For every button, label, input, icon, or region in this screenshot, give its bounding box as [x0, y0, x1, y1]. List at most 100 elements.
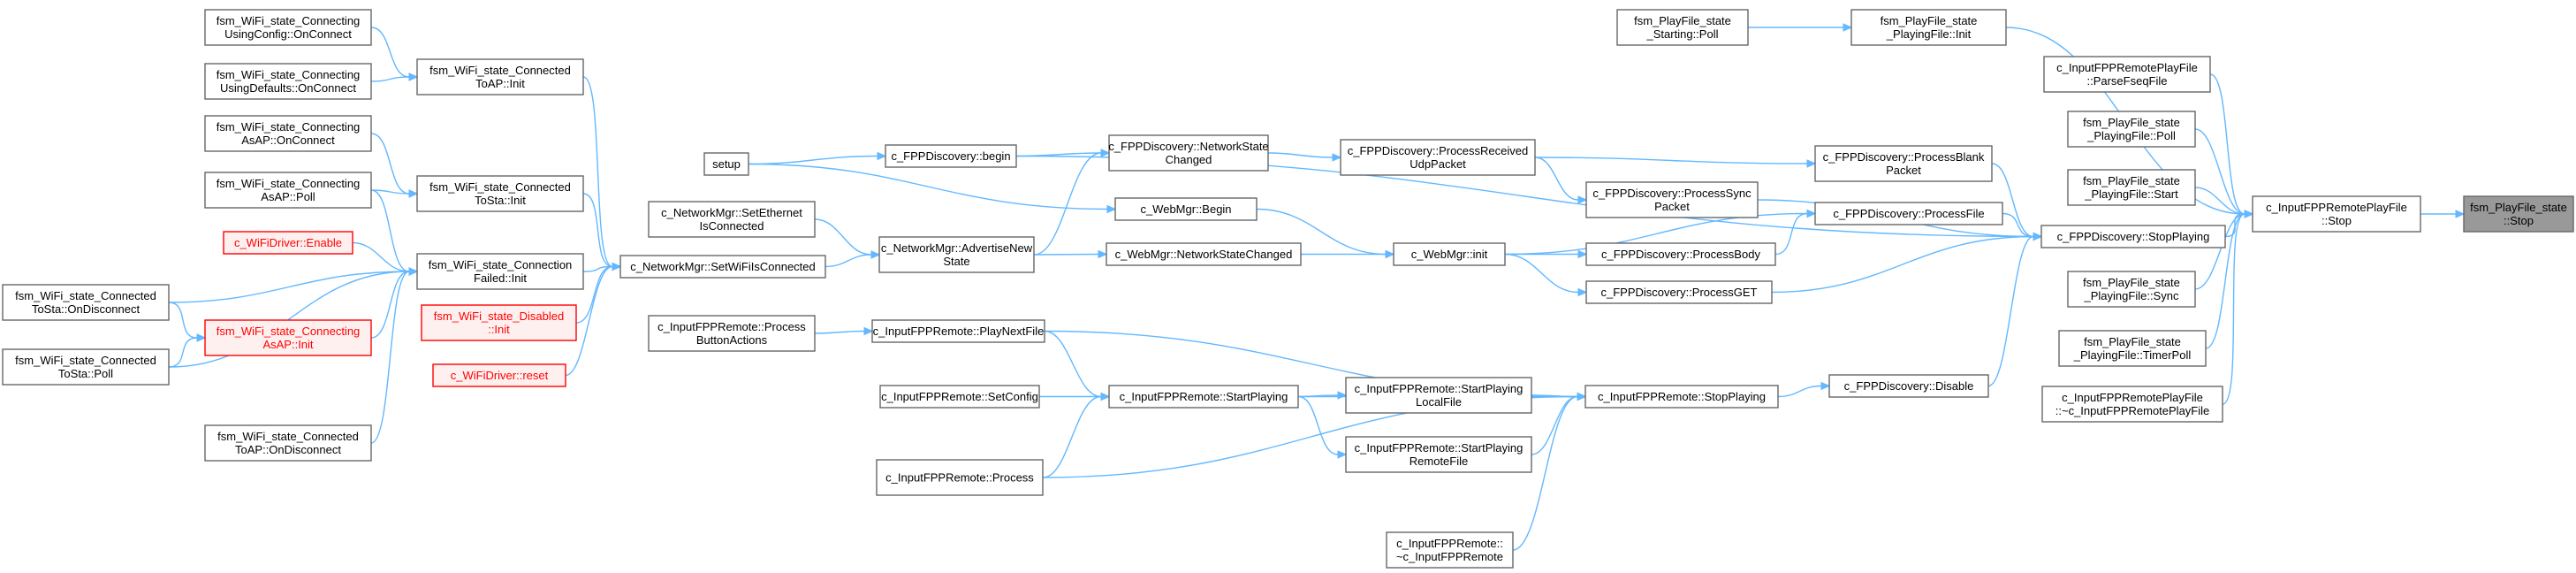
call-edge-n28-n39 [1534, 157, 1817, 168]
call-edge-n19-n24 [1015, 149, 1111, 157]
call-edge-n44-n49 [2194, 187, 2254, 218]
function-node[interactable]: setup [703, 152, 749, 176]
call-edge-n29-n36 [1504, 253, 1588, 297]
node-label: fsm_PlayFile_state [2083, 276, 2180, 289]
edge-line [814, 330, 865, 334]
node-box [648, 201, 816, 238]
call-edge-n28-n34 [1534, 157, 1588, 204]
function-node[interactable]: c_InputFPPRemote::StopPlaying [1584, 385, 1779, 409]
call-edge-n7-n12 [370, 267, 419, 339]
node-label: ButtonActions [696, 333, 768, 347]
node-box [1340, 139, 1536, 176]
edge-line [1042, 395, 1102, 478]
node-box [1108, 134, 1269, 172]
node-label: fsm_PlayFile_state [1634, 14, 1731, 27]
function-node[interactable]: c_FPPDiscovery::StopPlaying [2040, 225, 2226, 248]
function-node[interactable]: c_WiFiDriver::reset [432, 363, 566, 387]
call-edge-n6-n12 [168, 267, 419, 303]
function-node[interactable]: fsm_WiFi_state_ConnectingUsingDefaults::… [204, 63, 372, 100]
function-node[interactable]: c_InputFPPRemote::StartPlaying [1108, 385, 1299, 409]
node-label: ::ParseFseqFile [2086, 74, 2167, 88]
root-function-node: fsm_PlayFile_state::Stop [2463, 195, 2574, 233]
function-node[interactable]: fsm_PlayFile_state_PlayingFile::Start [2067, 169, 2196, 206]
function-node[interactable]: c_FPPDiscovery::NetworkStateChanged [1108, 134, 1269, 172]
function-node[interactable]: c_FPPDiscovery::ProcessGET [1585, 280, 1773, 304]
node-label: AsAP::Poll [261, 190, 315, 203]
function-node[interactable]: fsm_PlayFile_state_PlayingFile::TimerPol… [2058, 330, 2207, 367]
edge-line [168, 271, 410, 303]
edge-arrowhead [1843, 23, 1853, 32]
function-node[interactable]: c_WiFiDriver::Enable [223, 231, 353, 255]
node-box [885, 144, 1017, 168]
node-box [204, 319, 372, 356]
function-node[interactable]: fsm_PlayFile_state_PlayingFile::Poll [2067, 111, 2196, 148]
function-node[interactable]: c_InputFPPRemotePlayFile::~c_InputFPPRem… [2041, 386, 2223, 423]
function-node[interactable]: c_FPPDiscovery::Disable [1828, 374, 1989, 398]
node-box [703, 152, 749, 176]
edge-line [582, 193, 613, 268]
call-edge-n21-n27 [1044, 330, 1111, 401]
function-node[interactable]: fsm_PlayFile_state_PlayingFile::Init [1850, 9, 2007, 46]
call-edge-n16-n19 [748, 151, 887, 165]
node-label: ::Stop [2504, 214, 2534, 227]
node-box [2, 284, 170, 321]
function-node[interactable]: c_InputFPPRemotePlayFile::Stop [2252, 195, 2421, 233]
node-box [2043, 56, 2211, 93]
call-edge-n2-n10 [370, 73, 419, 82]
node-label: c_NetworkMgr::AdvertiseNew [881, 241, 1033, 255]
function-node[interactable]: fsm_PlayFile_state_Starting::Poll [1616, 9, 1749, 46]
function-node[interactable]: c_InputFPPRemote::PlayNextFile [871, 319, 1045, 343]
node-label: setup [712, 157, 741, 171]
edge-line [1987, 235, 2034, 387]
function-node[interactable]: c_InputFPPRemote::SetConfig [879, 385, 1040, 409]
function-node[interactable]: c_InputFPPRemote::~c_InputFPPRemote [1386, 531, 1514, 569]
node-box [204, 115, 372, 152]
function-node[interactable]: c_FPPDiscovery::begin [885, 144, 1017, 168]
function-node[interactable]: fsm_WiFi_state_ConnectingUsingConfig::On… [204, 9, 372, 46]
node-label: fsm_PlayFile_state [1881, 14, 1978, 27]
edge-line [1777, 385, 1822, 398]
node-label: _PlayingFile::TimerPoll [2073, 348, 2192, 362]
function-node[interactable]: c_FPPDiscovery::ProcessFile [1814, 202, 2003, 225]
function-node[interactable]: c_NetworkMgr::SetWiFiIsConnected [619, 255, 826, 279]
function-node[interactable]: fsm_PlayFile_state_PlayingFile::Sync [2067, 271, 2196, 308]
node-label: c_InputFPPRemote::SetConfig [881, 390, 1038, 403]
node-label: ::~c_InputFPPRemotePlayFile [2055, 404, 2210, 417]
node-label: AsAP::Init [262, 338, 313, 351]
function-node[interactable]: c_WebMgr::NetworkStateChanged [1106, 242, 1302, 266]
node-label: ::Init [488, 323, 510, 336]
function-node[interactable]: fsm_WiFi_state_ConnectedToSta::OnDisconn… [2, 284, 170, 321]
call-edge-n3-n11 [370, 133, 419, 198]
node-box [1828, 374, 1989, 398]
function-node[interactable]: c_InputFPPRemotePlayFile::ParseFseqFile [2043, 56, 2211, 93]
edge-line [2209, 73, 2245, 215]
function-node[interactable]: c_WebMgr::init [1393, 242, 1506, 266]
function-node[interactable]: fsm_WiFi_state_ConnectedToAP::OnDisconne… [204, 424, 372, 462]
call-edge-n15-n20 [824, 250, 881, 268]
edge-line [2194, 187, 2245, 215]
call-edge-n29-n35 [1505, 249, 1588, 259]
node-label: c_InputFPPRemote::Process [657, 320, 806, 333]
function-node[interactable]: c_FPPDiscovery::ProcessBody [1585, 242, 1776, 266]
node-box [2041, 386, 2223, 423]
function-node[interactable]: c_WebMgr::Begin [1114, 197, 1258, 221]
call-edge-n1-n10 [370, 27, 419, 81]
function-node[interactable]: fsm_WiFi_state_Disabled::Init [421, 304, 577, 341]
edge-line [2194, 128, 2245, 215]
function-node[interactable]: c_InputFPPRemote::Process [876, 459, 1044, 496]
